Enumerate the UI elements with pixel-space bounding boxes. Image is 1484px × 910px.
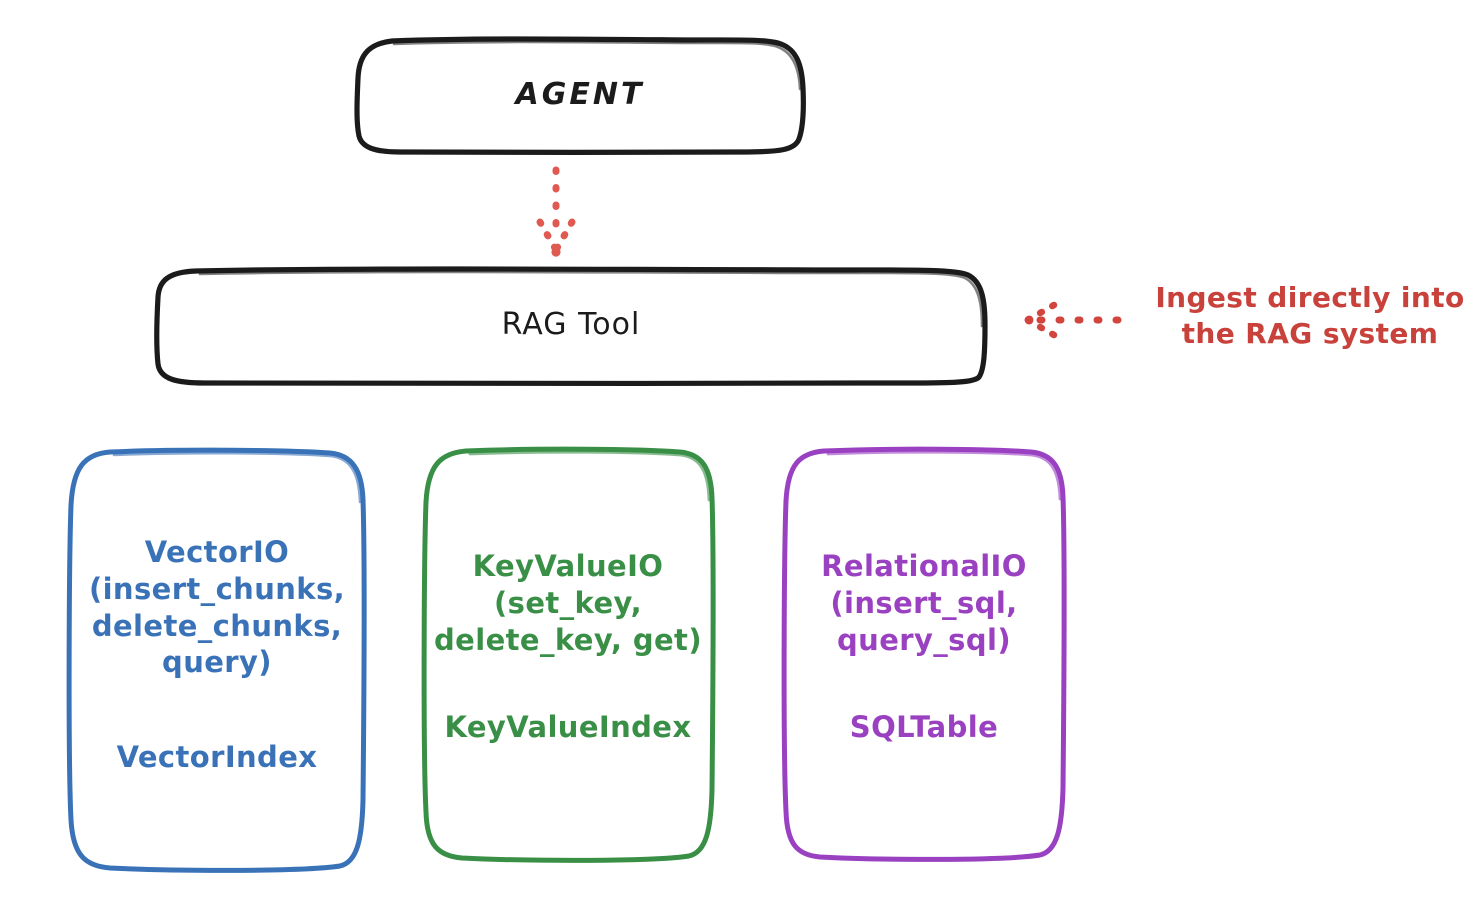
agent-box-outline (354, 36, 806, 156)
rag-tool-box-outline (154, 266, 988, 387)
ingest-arrowhead-tip (1024, 315, 1034, 325)
arrowhead-right-barb (552, 218, 576, 254)
edge-ingest-arrow (1024, 301, 1122, 339)
agent-box-sketch-overlay (392, 40, 802, 91)
key-value-io-box-outline (421, 446, 716, 863)
key-value-io-box-sketch-overlay (468, 450, 711, 502)
relational-io-box-outline (781, 446, 1067, 862)
vector-io-box-sketch-overlay (112, 451, 362, 504)
rag-tool-box-sketch-overlay (198, 270, 984, 328)
arrowhead-left-barb (536, 218, 560, 254)
vector-io-box-outline (66, 447, 367, 873)
relational-io-box-sketch-overlay (826, 450, 1062, 501)
node-agent[interactable] (354, 36, 806, 156)
arrowhead-tip (551, 247, 561, 257)
node-relational-io[interactable] (781, 446, 1067, 862)
node-key-value-io[interactable] (421, 446, 716, 863)
node-vector-io[interactable] (66, 447, 367, 873)
edge-agent-to-rag-tool (536, 166, 576, 257)
node-rag-tool[interactable] (154, 266, 988, 387)
